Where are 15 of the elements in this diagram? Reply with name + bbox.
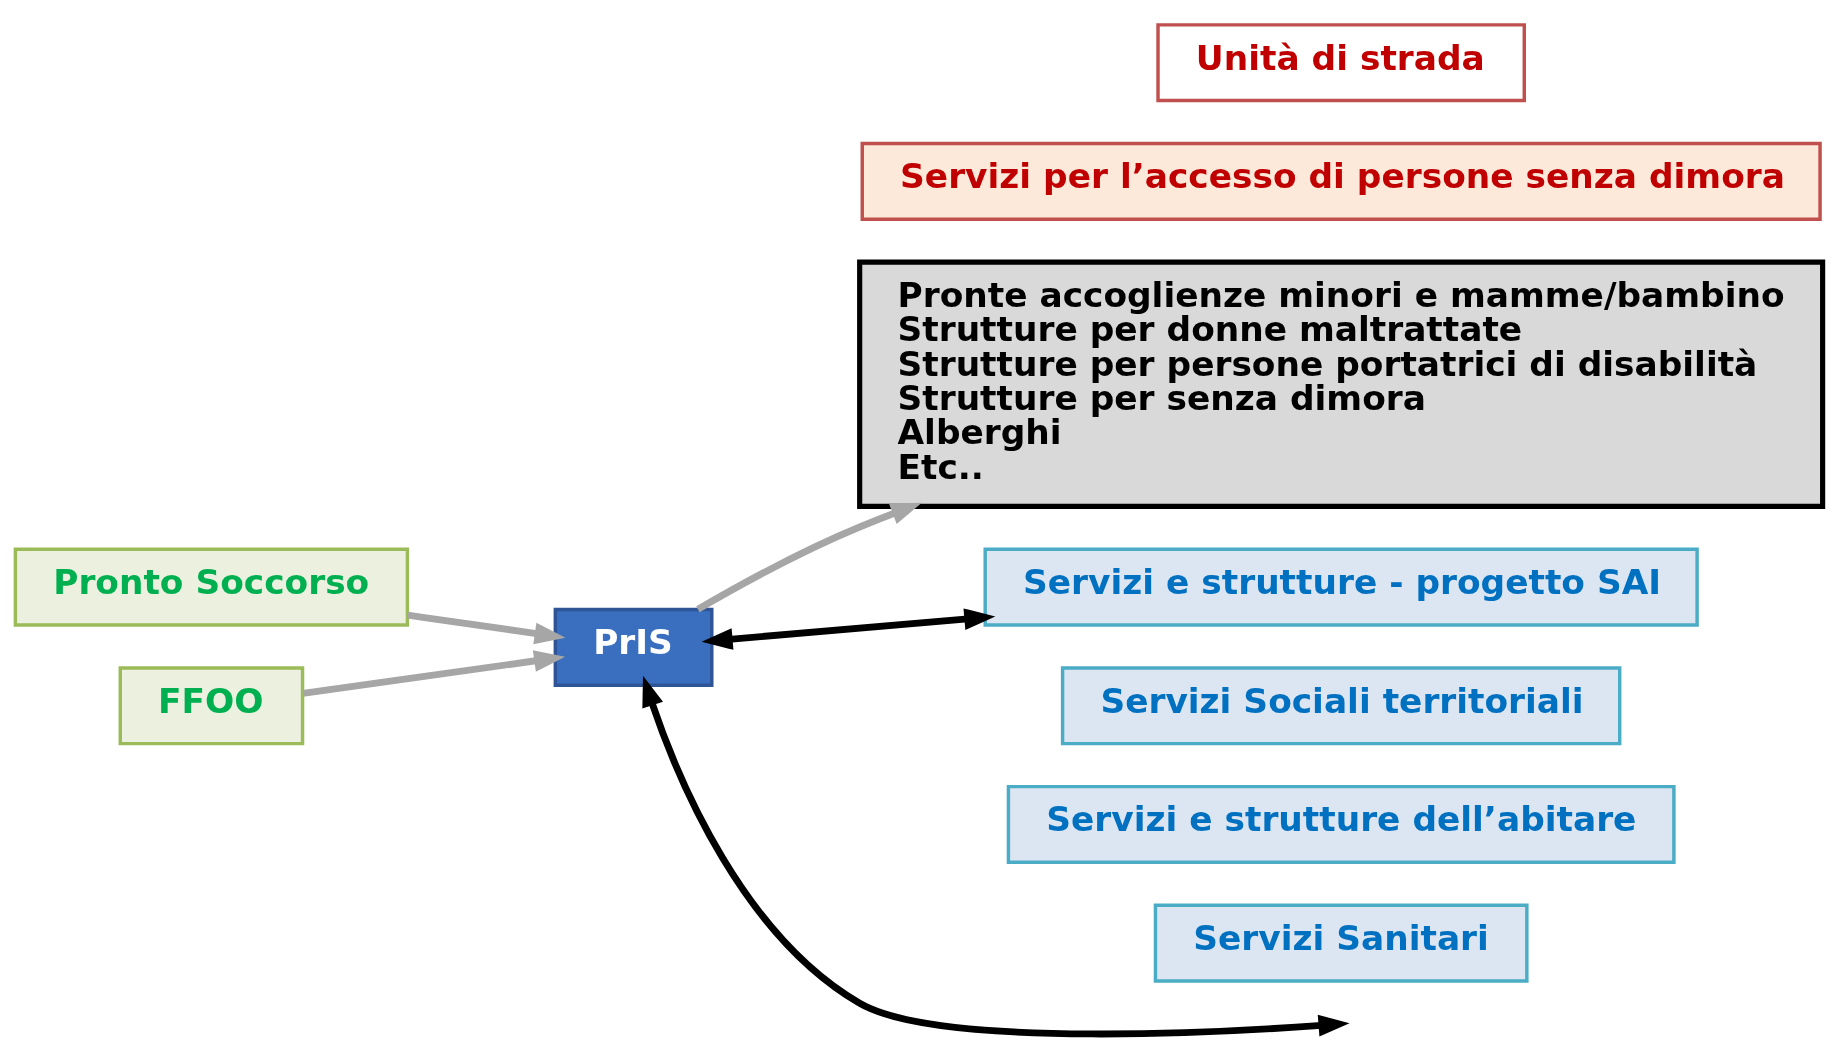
node-box: Servizi e strutture dell’abitare bbox=[1006, 784, 1676, 864]
arrow bbox=[302, 649, 566, 697]
arrow bbox=[696, 502, 922, 612]
node-box: Unità di strada bbox=[1156, 22, 1526, 102]
arrow bbox=[407, 611, 566, 644]
node-box: Servizi Sanitari bbox=[1153, 903, 1529, 983]
arrow bbox=[701, 607, 996, 650]
node-box: PrIS bbox=[553, 607, 714, 687]
node-box: Pronte accoglienze minori e mamme/bambino Strutture per donne maltrattate Strutture per persone portatrici di disabilità Strutture per senza dimora Alberghi Etc.. bbox=[857, 259, 1826, 509]
node-box: Pronto Soccorso bbox=[13, 547, 410, 627]
node-box: Servizi Sociali territoriali bbox=[1060, 665, 1622, 745]
node-box: Servizi e strutture - progetto SAI bbox=[983, 547, 1699, 627]
arrow bbox=[642, 675, 1350, 1037]
node-box: Servizi per l’accesso di persone senza dimora bbox=[860, 141, 1822, 221]
node-box: FFOO bbox=[118, 665, 305, 745]
